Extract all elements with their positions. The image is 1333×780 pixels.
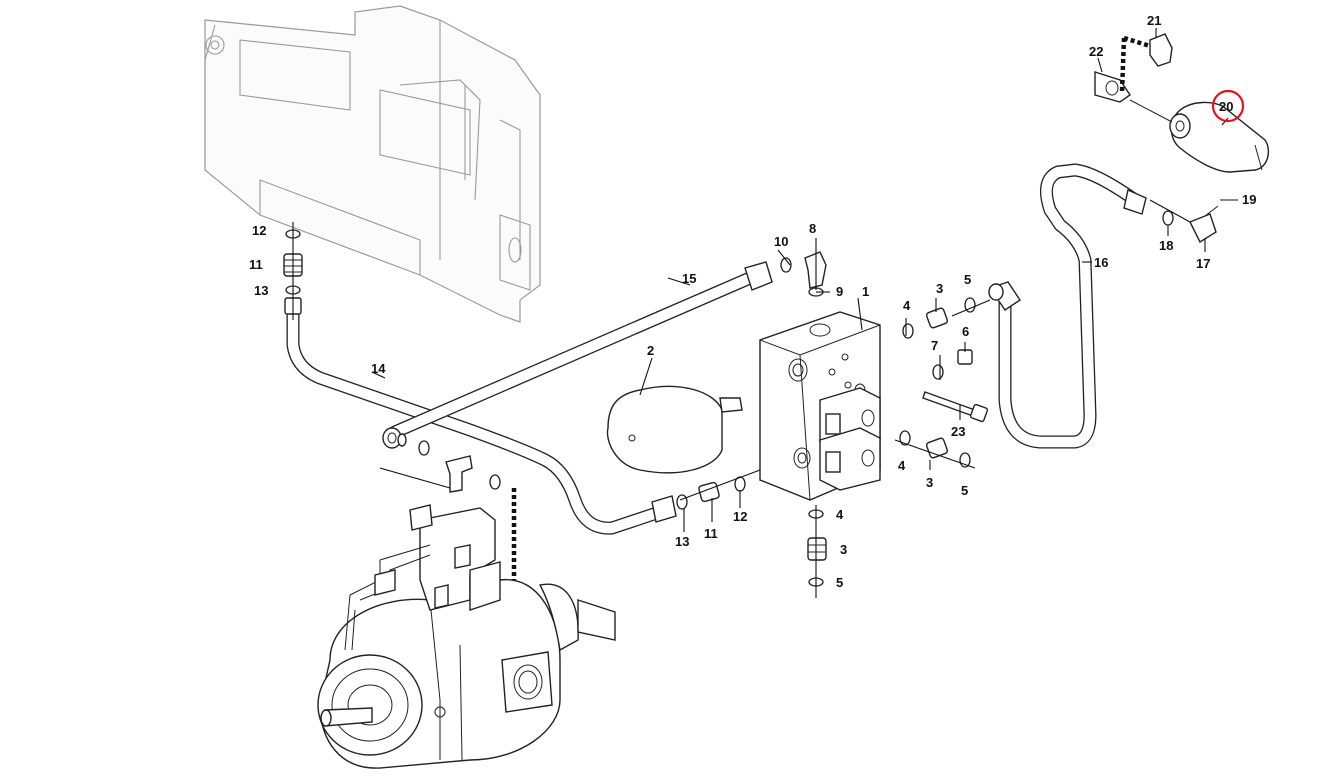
callout-5-bottom: 5 — [836, 575, 843, 590]
callout-19: 19 — [1242, 192, 1256, 207]
callout-5-top: 5 — [964, 272, 971, 287]
callout-3-top: 3 — [936, 281, 943, 296]
callout-11-left: 11 — [249, 257, 263, 272]
callout-5-mid: 5 — [961, 483, 968, 498]
callout-12-bottom: 12 — [733, 509, 747, 524]
callout-14: 14 — [371, 361, 386, 376]
callout-labels: 1 2 3 3 3 4 4 4 5 5 5 6 7 8 9 10 11 11 1… — [249, 13, 1256, 590]
callout-12-left: 12 — [252, 223, 266, 238]
valve-block — [759, 311, 881, 501]
callout-15: 15 — [682, 271, 696, 286]
callout-11-bottom: 11 — [704, 526, 718, 541]
callout-8: 8 — [809, 221, 816, 236]
tank-housing — [204, 5, 541, 323]
callout-3-bottom: 3 — [840, 542, 847, 557]
callout-16: 16 — [1094, 255, 1108, 270]
callout-10: 10 — [774, 234, 788, 249]
callout-4-mid: 4 — [898, 458, 906, 473]
fittings — [283, 205, 1219, 561]
callout-18: 18 — [1159, 238, 1173, 253]
callout-21: 21 — [1147, 13, 1161, 28]
callout-9: 9 — [836, 284, 843, 299]
callout-22: 22 — [1089, 44, 1103, 59]
callout-17: 17 — [1196, 256, 1210, 271]
hose-15 — [382, 261, 773, 449]
callout-3-mid: 3 — [926, 475, 933, 490]
leader-lines — [292, 28, 1238, 598]
hose-16 — [988, 163, 1147, 449]
accumulator — [606, 385, 743, 474]
callout-13-bottom: 13 — [675, 534, 689, 549]
filter-cartridge — [1129, 99, 1270, 173]
callout-4-top: 4 — [903, 298, 911, 313]
callout-13-left: 13 — [254, 283, 268, 298]
callout-6: 6 — [962, 324, 969, 339]
hydraulic-pump — [317, 504, 616, 769]
callout-20: 20 — [1219, 99, 1233, 114]
callout-23: 23 — [951, 424, 965, 439]
sensor-connector — [1094, 33, 1173, 103]
callout-4-bottom: 4 — [836, 507, 844, 522]
highlight-circle-20 — [1211, 89, 1245, 123]
callout-7: 7 — [931, 338, 938, 353]
hose-14 — [284, 297, 677, 535]
callout-1: 1 — [862, 284, 869, 299]
callout-2: 2 — [647, 343, 654, 358]
